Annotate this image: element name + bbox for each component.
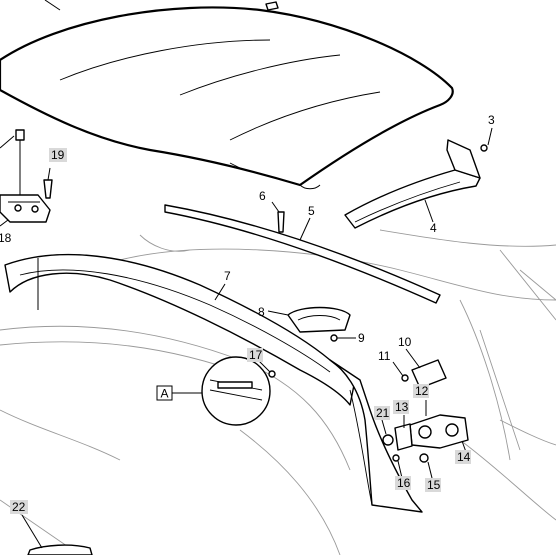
callout-7: 7 <box>224 269 231 283</box>
part-8-bracket <box>267 306 351 333</box>
part-9-screw <box>330 334 356 342</box>
part-22-component <box>21 514 93 555</box>
callout-5: 5 <box>308 204 315 218</box>
hinge-assembly <box>394 400 469 453</box>
callout-14: 14 <box>457 450 471 464</box>
callout-16: 16 <box>397 476 411 490</box>
part-21-screw <box>381 419 394 446</box>
callout-16-bg <box>395 476 411 490</box>
part-16-screw <box>392 454 403 479</box>
left-latch-assembly <box>0 129 53 227</box>
callout-4: 4 <box>430 221 437 235</box>
callout-18: 18 <box>0 231 12 245</box>
callout-22-bg <box>10 500 28 514</box>
callout-13-bg <box>393 400 409 414</box>
part-5-weatherstrip <box>164 204 441 304</box>
callout-21-bg <box>374 406 390 420</box>
part-7-header-frame <box>4 253 423 513</box>
part-15-screw <box>419 453 433 479</box>
callout-15-bg <box>425 478 441 492</box>
callout-19-bg <box>49 148 67 162</box>
callout-21: 21 <box>376 406 390 420</box>
callout-3: 3 <box>488 113 495 127</box>
callout-17: 17 <box>249 348 263 362</box>
part-6-screw <box>271 201 285 233</box>
vehicle-body-outline <box>0 229 556 555</box>
callout-22: 22 <box>12 500 26 514</box>
part-4-rail <box>344 139 481 229</box>
callout-10: 10 <box>398 335 412 349</box>
roof-panel <box>0 0 454 190</box>
part-10-bracket <box>405 348 447 389</box>
part-11-screw <box>392 361 409 382</box>
callout-17-bg <box>247 348 263 362</box>
callout-12-bg <box>413 384 429 398</box>
callout-6: 6 <box>259 189 266 203</box>
part-3-screw <box>480 127 493 152</box>
top-screw <box>265 1 279 11</box>
callout-15: 15 <box>427 478 441 492</box>
callout-13: 13 <box>395 400 409 414</box>
callout-labels: 3 4 5 6 7 8 9 10 11 12 13 14 15 16 17 18… <box>0 113 495 514</box>
callout-12: 12 <box>415 384 429 398</box>
callout-9: 9 <box>358 331 365 345</box>
detail-a-magnifier: A <box>156 356 271 426</box>
detail-a-box <box>156 385 173 401</box>
callout-14-bg <box>455 450 471 464</box>
callout-8: 8 <box>258 305 265 319</box>
callout-11: 11 <box>378 349 391 363</box>
callout-19: 19 <box>51 148 65 162</box>
detail-a-label: A <box>160 387 168 401</box>
